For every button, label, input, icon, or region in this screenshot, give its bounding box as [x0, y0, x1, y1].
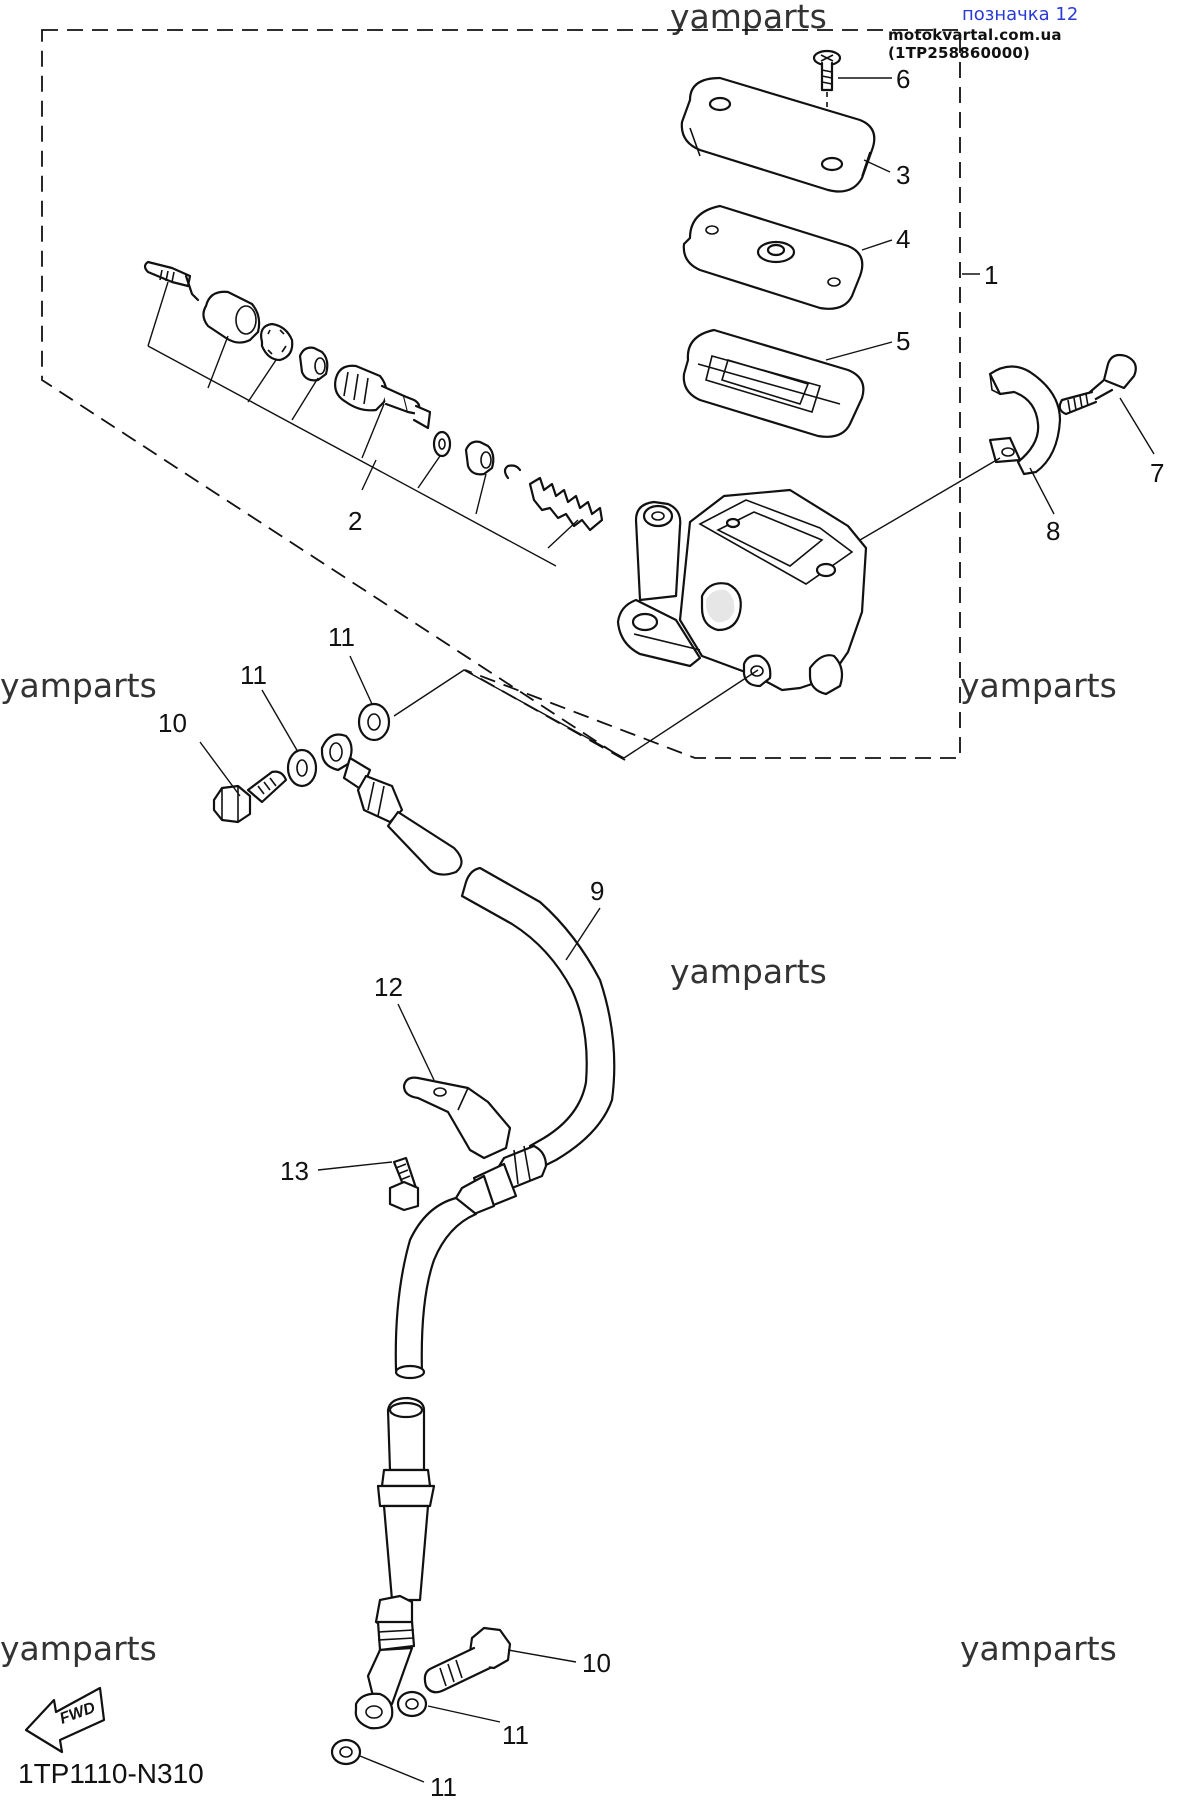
callout-2: 2 — [348, 506, 362, 536]
part-2-piston-kit — [143, 260, 604, 532]
part-9-brake-hose — [320, 733, 616, 1730]
callout-9: 9 — [590, 876, 604, 906]
callout-11-lower-right: 11 — [502, 1720, 529, 1750]
callout-5: 5 — [896, 326, 910, 356]
part-4-plate — [682, 204, 864, 310]
part-7-bolt — [1058, 353, 1137, 416]
part-12-hose-clamp — [402, 1076, 512, 1160]
part-5-gasket — [682, 328, 865, 438]
part-1-master-cylinder-body — [616, 488, 868, 696]
callout-3: 3 — [896, 160, 910, 190]
watermark-middle: yamparts — [670, 952, 827, 991]
callout-10-upper: 10 — [158, 708, 187, 738]
callout-10-lower: 10 — [582, 1648, 611, 1678]
watermark-bottom-right: yamparts — [960, 1629, 1117, 1668]
callout-6: 6 — [896, 64, 910, 94]
part-3-cap — [680, 76, 876, 193]
callout-8: 8 — [1046, 516, 1060, 546]
part-10-upper-banjo-bolt — [212, 770, 288, 824]
callout-1: 1 — [984, 260, 998, 290]
watermark-right: yamparts — [960, 666, 1117, 705]
watermark-bottom-left: yamparts — [0, 1629, 157, 1668]
part-6-screw — [812, 49, 842, 160]
callout-11-upper-right: 11 — [328, 622, 355, 652]
callout-11-upper-left: 11 — [240, 660, 267, 690]
diagram-code: 1TP1110-N310 — [18, 1758, 204, 1789]
part-10-lower-banjo-bolt — [423, 1626, 512, 1694]
part-11-lower-washer-b — [330, 1738, 362, 1766]
callout-11-lower-left: 11 — [430, 1772, 457, 1800]
part-11-lower-washer-a — [396, 1690, 428, 1718]
callout-4: 4 — [896, 224, 910, 254]
callout-13: 13 — [280, 1156, 309, 1186]
part-13-clamp-bolt — [388, 1156, 420, 1212]
fwd-arrow-icon: FWD — [24, 1686, 106, 1754]
part-8-holder — [988, 365, 1062, 476]
callout-12: 12 — [374, 972, 403, 1002]
part-11-upper-washer-b — [357, 702, 391, 742]
watermark-left: yamparts — [0, 666, 157, 705]
leader-lines — [147, 77, 1155, 1783]
assembly-boundary — [41, 29, 961, 761]
part-11-upper-washer-a — [286, 748, 318, 788]
callout-7: 7 — [1150, 458, 1164, 488]
diagram-tag: позначка 12 — [962, 4, 1079, 25]
